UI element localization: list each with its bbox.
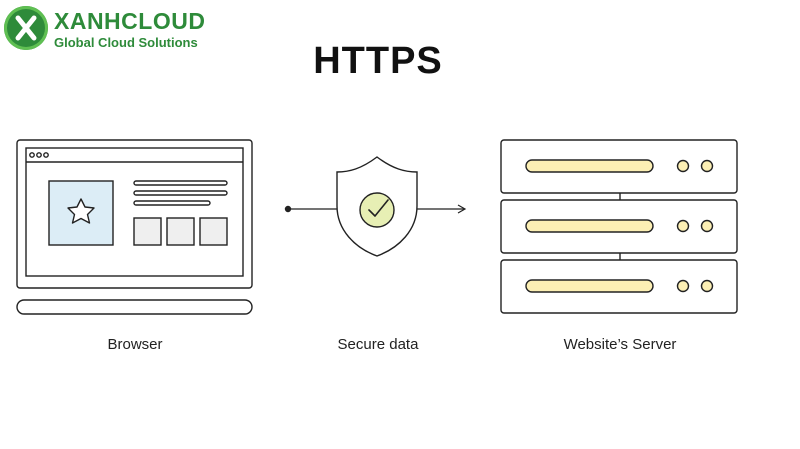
logo-tagline: Global Cloud Solutions (54, 35, 198, 50)
text-line (133, 180, 228, 186)
arrow-right-icon (457, 204, 467, 214)
window-dot (29, 152, 35, 158)
server-bar (525, 279, 654, 293)
secure-connection (284, 156, 467, 257)
text-line (133, 190, 228, 196)
thumbnail-box (166, 217, 195, 246)
server-light (700, 159, 714, 173)
check-icon (368, 199, 389, 217)
laptop-base (16, 299, 253, 315)
text-line (133, 200, 211, 206)
server-light (700, 219, 714, 233)
browser-illustration (16, 139, 253, 315)
check-circle (359, 192, 395, 228)
server-bar (525, 219, 654, 233)
server-light (676, 279, 690, 293)
star-icon (67, 198, 95, 224)
secure-data-caption: Secure data (337, 336, 419, 353)
page-title: HTTPS (313, 40, 443, 82)
server-light (676, 219, 690, 233)
window-dot (36, 152, 42, 158)
server-illustration (500, 139, 738, 314)
browser-caption: Browser (107, 336, 163, 353)
server-bar (525, 159, 654, 173)
thumbnail-box (133, 217, 162, 246)
window-dot (43, 152, 49, 158)
logo-name: XANHCLOUD (54, 8, 206, 34)
brand-logo: XANHCLOUD Global Cloud Solutions (4, 4, 214, 52)
logo-badge-icon (4, 6, 48, 50)
server-caption: Website’s Server (563, 336, 677, 353)
server-light (700, 279, 714, 293)
thumbnail-box (199, 217, 228, 246)
image-placeholder (48, 180, 114, 246)
server-light (676, 159, 690, 173)
